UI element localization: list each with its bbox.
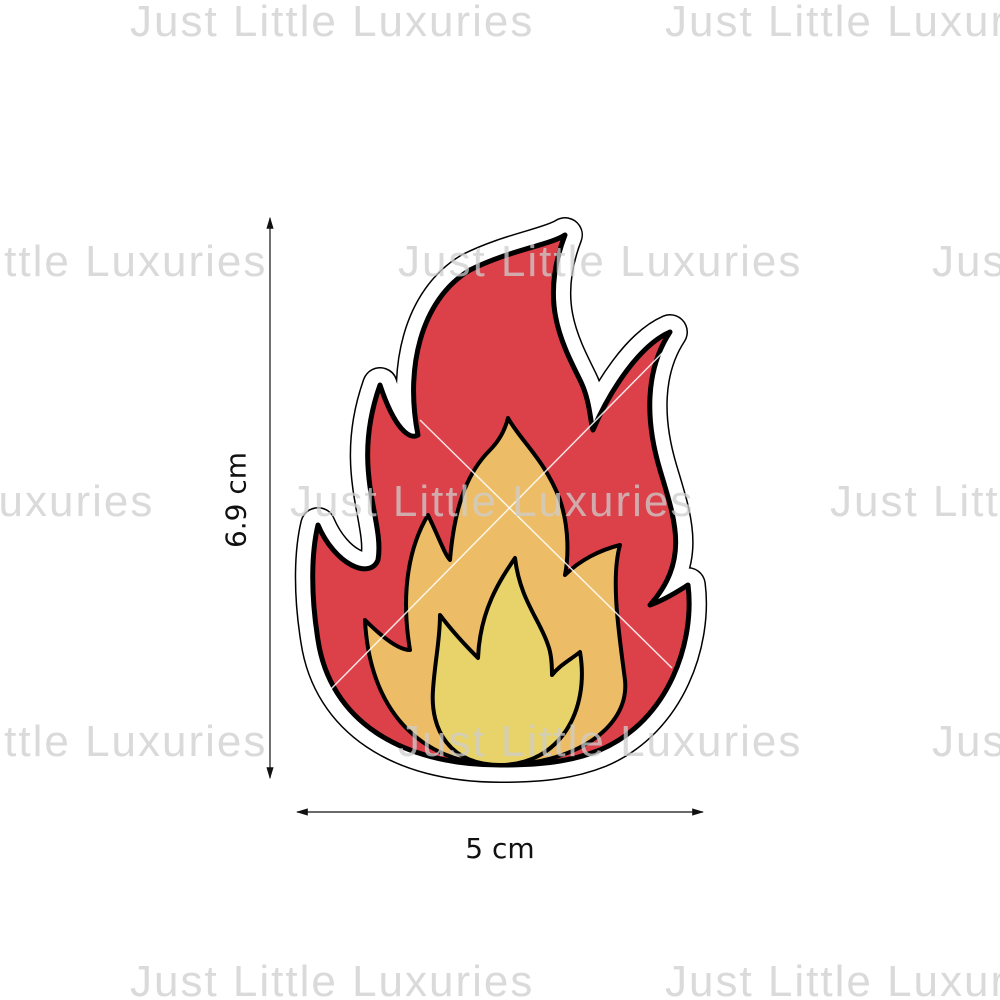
watermark-text: Just Little Luxuries [932, 237, 1000, 286]
watermark-text: Just Little Luxuries [0, 237, 268, 286]
watermark-text: Just Little Luxuries [130, 0, 535, 46]
watermark-text: Just Little Luxuries [932, 717, 1000, 766]
watermark-text: Just Little Luxuries [398, 237, 803, 286]
watermark-text: Just Little Luxuries [398, 717, 803, 766]
watermark-text: Just Little Luxuries [665, 0, 1000, 46]
width-label: 5 cm [465, 832, 535, 865]
watermark-text: Just Little Luxuries [665, 957, 1000, 1000]
watermark-text: Just Little Luxuries [0, 477, 155, 526]
watermark-text: Just Little Luxuries [830, 477, 1000, 526]
watermark-text: Just Little Luxuries [130, 957, 535, 1000]
watermark-text: Just Little Luxuries [0, 960, 1, 1000]
height-label: 6.9 cm [219, 451, 253, 549]
watermark-text: Just Little Luxuries [0, 717, 268, 766]
watermark-cross-lines [329, 334, 681, 691]
inner-yellow-flame [430, 556, 584, 767]
watermark-text: Just Little Luxuries [0, 0, 1, 44]
watermark-text: Just Little Luxuries [290, 477, 695, 526]
